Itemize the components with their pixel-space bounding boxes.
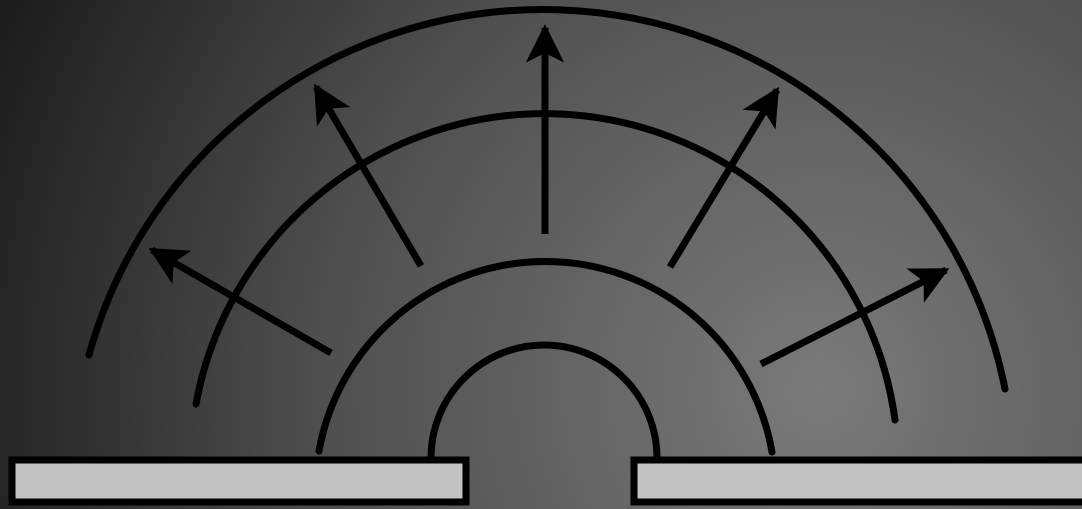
barrier-left <box>12 460 466 502</box>
barrier-right <box>634 460 1082 502</box>
